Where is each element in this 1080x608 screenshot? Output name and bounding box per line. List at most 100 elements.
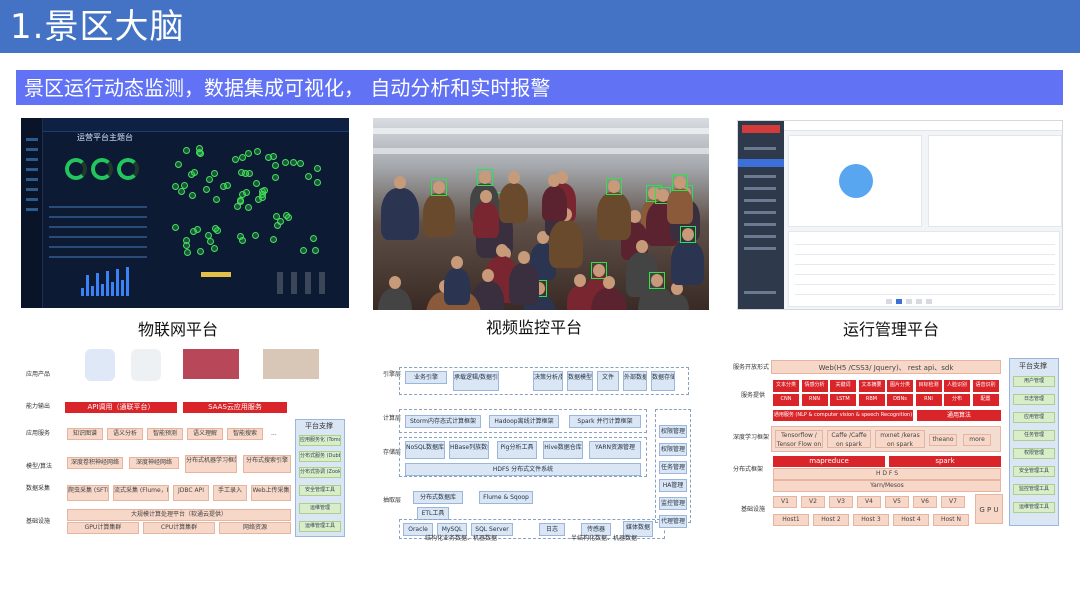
engine-box: 外部数据接口	[623, 371, 647, 391]
service-cell: LSTM	[830, 394, 856, 406]
service-cell: RBM	[858, 394, 885, 406]
chart-bar	[96, 273, 99, 296]
extract-box: 分布式数据库	[413, 491, 463, 504]
mgmt-box: 权限管理	[659, 425, 687, 438]
person-head	[656, 188, 669, 202]
support-item: 用户管理	[1013, 376, 1055, 387]
map-marker	[182, 242, 190, 250]
person	[638, 285, 676, 310]
person	[548, 219, 584, 268]
subtitle-bar: 景区运行动态监测，数据集成可视化， 自动分析和实时报警	[16, 70, 1063, 105]
service-cell: 情感分析	[801, 380, 828, 392]
panda-image	[263, 349, 319, 379]
vm-box: V3	[829, 496, 853, 508]
source-box: Oracle	[403, 523, 433, 536]
support-item: 运维管理	[299, 503, 341, 514]
model-box: 分布式搜索引擎	[243, 455, 291, 473]
person-head	[548, 174, 561, 188]
engine-box: 承载逻辑/数据引擎	[453, 371, 499, 391]
chart-bar	[111, 282, 114, 296]
map-marker	[178, 188, 186, 196]
person-head	[495, 244, 508, 258]
vm-box: V5	[885, 496, 909, 508]
source-box: 日志	[539, 523, 565, 536]
chart-bar	[106, 271, 109, 296]
map-marker	[273, 212, 281, 220]
host-box: Host 3	[853, 514, 889, 526]
map-marker	[270, 236, 278, 244]
map-marker	[231, 156, 239, 164]
person	[381, 188, 419, 241]
framework-box: Tensorflow / Tensor Flow on spark	[775, 430, 823, 448]
service-cell: CNN	[773, 394, 799, 406]
row-label: 服务开放形式	[733, 364, 770, 371]
collection-box: JDBC API	[173, 485, 209, 501]
layer-label: 数据采集	[26, 485, 51, 492]
face-detection-box	[679, 225, 696, 243]
infra-box: GPU计算集群	[67, 522, 139, 534]
vm-box: V4	[857, 496, 881, 508]
support-item: 日志管理	[1013, 394, 1055, 405]
person	[671, 239, 704, 285]
person	[499, 183, 529, 224]
person	[666, 187, 693, 225]
support-title: 平台支撑	[305, 422, 333, 430]
service-cell: 文本分类	[773, 380, 799, 392]
person-head	[628, 209, 641, 223]
map-marker	[233, 202, 241, 210]
infra-box: CPU计算集群	[143, 522, 215, 534]
engine-box: 业务引擎	[405, 371, 447, 384]
collection-box: 流式采集 (Flume，Kafka)	[113, 485, 169, 501]
gpu-box: G P U	[975, 494, 1003, 524]
service-box: 语义分析	[107, 428, 143, 440]
person-head	[608, 180, 621, 194]
person-head	[681, 227, 694, 241]
source-box: SQL Server	[471, 523, 513, 536]
map-marker	[271, 161, 279, 169]
person	[541, 186, 567, 222]
service-box: 智能搜索	[227, 428, 263, 440]
map-marker	[172, 182, 180, 190]
map-marker	[254, 147, 262, 155]
person-head	[451, 255, 464, 269]
collection-box: 爬虫采集 (SFTP)	[67, 485, 109, 501]
map-marker	[189, 228, 197, 236]
sensor-map	[151, 140, 341, 260]
map-marker	[236, 197, 244, 205]
support-item: 任务管理	[1013, 430, 1055, 441]
person-head	[394, 176, 407, 190]
person-head	[389, 275, 402, 289]
person-head	[518, 251, 531, 265]
map-marker	[289, 159, 297, 167]
title-bar: 1.景区大脑	[0, 0, 1080, 53]
map-marker	[205, 176, 213, 184]
engine-box: 数据存储	[651, 371, 675, 391]
row-label: 服务提供	[741, 392, 766, 399]
map-marker	[259, 194, 267, 202]
gauge-ring	[117, 158, 139, 180]
map-marker	[241, 169, 249, 177]
person-head	[574, 273, 587, 287]
person-head	[433, 181, 446, 195]
face-detection-box	[606, 178, 623, 196]
support-title: 平台支撑	[1019, 362, 1047, 370]
map-marker	[180, 182, 188, 190]
support-item: 运维管理工具	[1013, 502, 1055, 513]
framework-box: more	[963, 434, 991, 446]
person	[508, 263, 540, 306]
caption-iot: 物联网平台	[138, 320, 219, 339]
row-label: 深度学习框架	[733, 434, 770, 441]
ops-card	[928, 135, 1062, 227]
service-cell: 目标检测	[915, 380, 942, 392]
host-box: Host 2	[813, 514, 849, 526]
dist-box: spark	[889, 456, 1001, 467]
row-label: 基础设施	[741, 506, 766, 513]
map-marker	[219, 182, 227, 190]
person-head	[650, 273, 663, 287]
model-box: 深度神经网络	[129, 457, 179, 469]
chart-bar	[91, 286, 94, 296]
map-marker	[196, 248, 204, 256]
map-marker	[283, 212, 291, 220]
storage-box: Hive数据仓库	[543, 441, 583, 459]
gauge-ring	[91, 158, 113, 180]
